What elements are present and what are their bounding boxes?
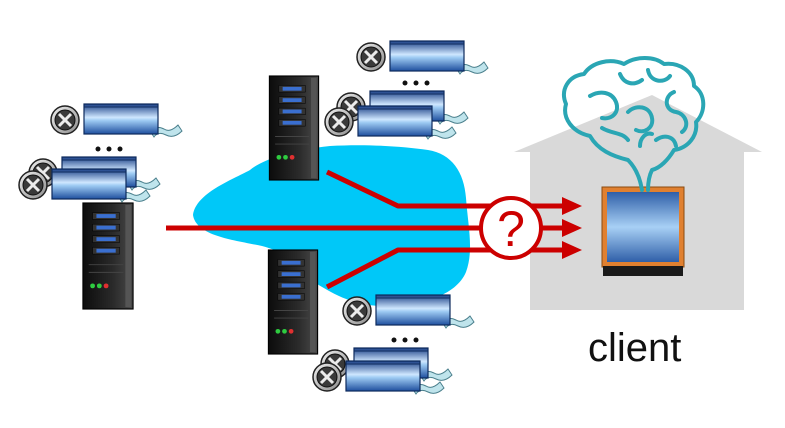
video-clip-group-top [323,39,490,141]
server-tower-icon [267,249,319,355]
video-clip-group-bottom [311,293,476,396]
monitor-icon [601,186,685,276]
ellipsis-bottom [391,337,419,343]
brain-icon [562,56,706,192]
question-mark-badge: ? [479,196,543,260]
server-tower-icon [268,75,320,181]
server-tower-icon [82,202,134,310]
ellipsis-left [95,146,123,152]
film-reel-video-icon [355,39,490,76]
client-label: client [588,326,682,370]
film-reel-video-icon [341,293,476,330]
ellipsis-top [402,80,430,86]
video-clip-group-left [17,102,184,204]
question-mark: ? [497,201,525,257]
film-reel-video-icon [49,102,184,139]
arrowheads [562,197,582,259]
